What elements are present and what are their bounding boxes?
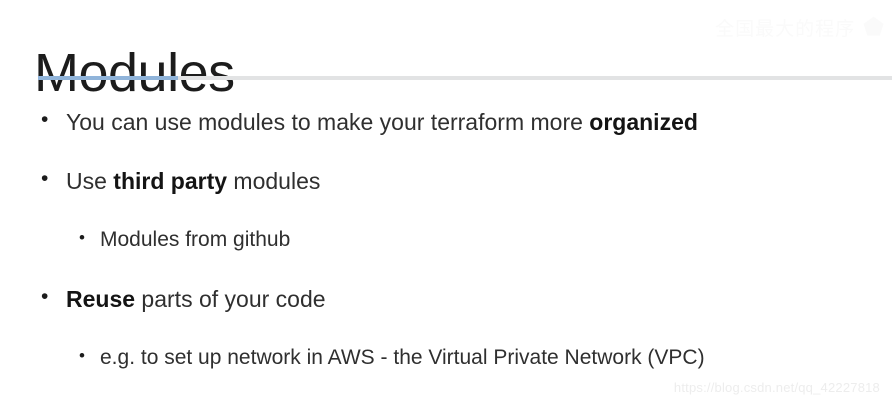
brand-watermark-text: 全国最大的程序 bbox=[715, 19, 856, 40]
bullet-text-emphasis: organized bbox=[589, 108, 698, 135]
bullet-text-segment: modules bbox=[227, 167, 321, 194]
bullet-item: • Modules from github bbox=[0, 210, 892, 269]
bullet-item: • e.g. to set up network in AWS - the Vir… bbox=[0, 328, 892, 387]
bullet-text-segment: e.g. to set up network in AWS - the Virt… bbox=[100, 345, 705, 369]
bullet-text-emphasis: Reuse bbox=[66, 285, 136, 312]
bullet-marker-icon: • bbox=[41, 167, 49, 190]
brand-watermark: 全国最大的程序 ⬟ bbox=[715, 14, 884, 41]
bullet-text-segment: parts of your code bbox=[135, 285, 326, 312]
brand-logo-icon: ⬟ bbox=[863, 13, 884, 41]
bullet-marker-icon: • bbox=[41, 285, 49, 308]
bullet-text-segment: Modules from github bbox=[100, 227, 291, 251]
bullet-text: Modules from github bbox=[100, 227, 892, 253]
bullet-text-segment: Use bbox=[66, 167, 114, 194]
bullet-marker-icon: • bbox=[41, 108, 49, 131]
bullet-item: • You can use modules to make your terraf… bbox=[0, 92, 892, 151]
bullet-text-emphasis: third party bbox=[113, 167, 228, 194]
bullet-text-segment: You can use modules to make your terrafo… bbox=[66, 108, 590, 135]
bullet-text: You can use modules to make your terrafo… bbox=[66, 108, 892, 136]
url-watermark: https://blog.csdn.net/qq_42227818 bbox=[673, 380, 880, 395]
bullet-list: • You can use modules to make your terraf… bbox=[0, 92, 892, 387]
title-divider bbox=[38, 76, 892, 80]
title-divider-accent bbox=[38, 76, 178, 80]
bullet-text: e.g. to set up network in AWS - the Virt… bbox=[100, 345, 892, 371]
bullet-text: Use third party modules bbox=[66, 167, 892, 195]
bullet-item: • Reuse parts of your code bbox=[0, 269, 892, 328]
bullet-text: Reuse parts of your code bbox=[66, 285, 892, 313]
bullet-item: • Use third party modules bbox=[0, 151, 892, 210]
page-title: Modules bbox=[34, 43, 235, 104]
bullet-marker-icon: • bbox=[79, 228, 85, 247]
bullet-marker-icon: • bbox=[79, 346, 85, 365]
